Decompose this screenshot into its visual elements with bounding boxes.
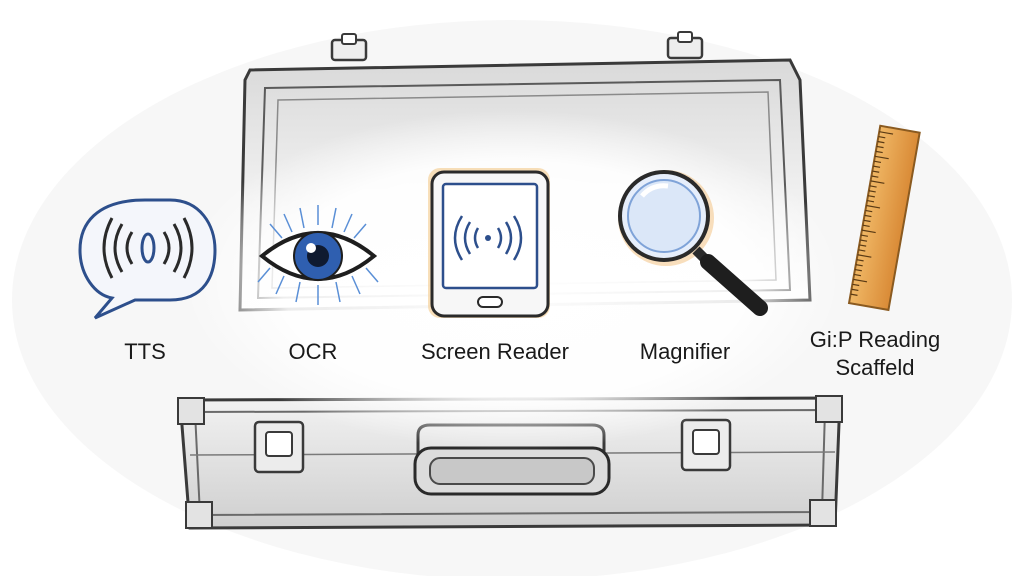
screen-reader-label: Screen Reader	[421, 339, 569, 364]
ruler-icon	[847, 124, 921, 312]
tablet-sound-icon	[428, 168, 550, 318]
eye-icon	[257, 205, 379, 305]
reading-scaffold-label-line2: Scaffeld	[835, 355, 915, 380]
reading-scaffold-label: Gi:P Reading Scaffeld	[770, 326, 980, 382]
suitcase-base	[177, 395, 843, 530]
tts-label: TTS	[124, 339, 166, 364]
reading-scaffold-label-line1: Gi:P Reading	[809, 327, 941, 352]
magnifier-label: Magnifier	[639, 339, 731, 364]
ocr-label: OCR	[288, 339, 338, 364]
magnifying-glass-icon	[618, 170, 768, 316]
speech-bubble-sound-icon	[78, 198, 217, 320]
